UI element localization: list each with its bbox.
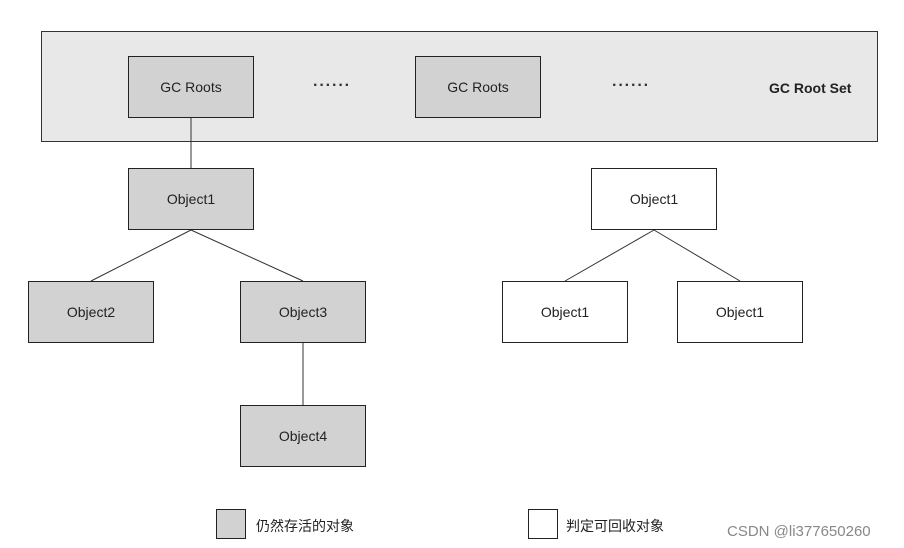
edge-unreachable-parent-right — [653, 229, 741, 282]
reachable-object2: Object2 — [28, 281, 154, 343]
gc-root-set-label: GC Root Set — [769, 80, 852, 96]
edge-object1-object2 — [90, 229, 192, 282]
unreachable-object1-right: Object1 — [677, 281, 803, 343]
gc-roots-node-1: GC Roots — [128, 56, 254, 118]
legend-alive-swatch — [216, 509, 246, 539]
ellipsis-2: ······ — [612, 77, 650, 94]
watermark: CSDN @li377650260 — [727, 523, 871, 540]
legend-collectable-label: 判定可回收对象 — [566, 518, 664, 534]
legend-alive-label: 仍然存活的对象 — [256, 518, 354, 534]
legend-collectable-swatch — [528, 509, 558, 539]
gc-roots-node-2: GC Roots — [415, 56, 541, 118]
unreachable-object1-parent: Object1 — [591, 168, 717, 230]
edge-object1-object3 — [190, 229, 304, 282]
ellipsis-1: ······ — [313, 77, 351, 94]
unreachable-object1-left: Object1 — [502, 281, 628, 343]
reachable-object4: Object4 — [240, 405, 366, 467]
reachable-object3: Object3 — [240, 281, 366, 343]
reachable-object1: Object1 — [128, 168, 254, 230]
edge-unreachable-parent-left — [564, 229, 655, 282]
